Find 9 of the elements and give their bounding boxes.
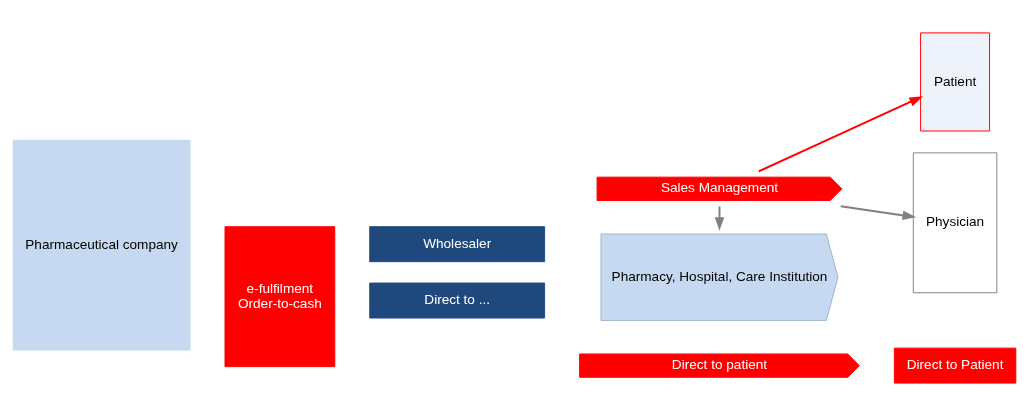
node-box: Physician [912,151,998,293]
node-box: Patient [920,31,991,131]
node-box: Wholesaler [369,225,546,262]
arrow [839,204,917,220]
arrow [757,95,923,172]
node-box: e-fulfilment Order-to-cash [224,225,336,367]
node-box: Direct to Patient [893,347,1017,384]
node-box: Pharmaceutical company [12,139,191,351]
node-box: Direct to ... [369,282,546,318]
